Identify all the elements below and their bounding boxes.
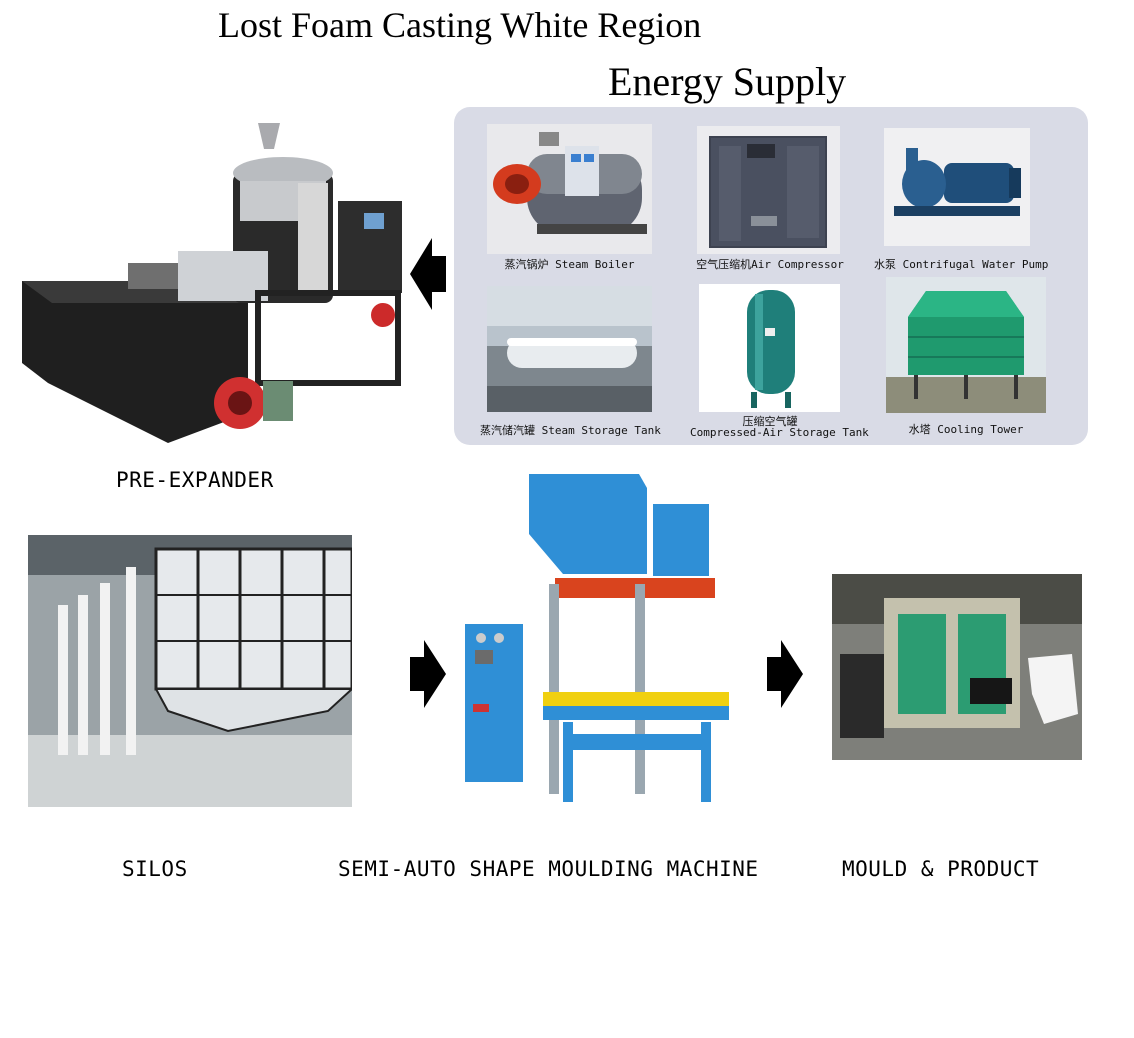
air-compressor-label: 空气压缩机Air Compressor [696,258,844,271]
moulding-machine-image [463,474,743,834]
cooling-tower-image [886,277,1046,413]
water-pump-label: 水泵 Contrifugal Water Pump [874,258,1049,271]
moulding-machine-label: SEMI-AUTO SHAPE MOULDING MACHINE [338,857,759,881]
air-compressor-image [697,126,840,254]
steam-boiler-label: 蒸汽锅炉 Steam Boiler [504,258,635,271]
arrow-left-icon [410,238,446,310]
arrow-right-icon [410,640,446,708]
steam-boiler-image [487,124,652,254]
silos-label: SILOS [122,857,188,881]
mould-product-label: MOULD & PRODUCT [842,857,1040,881]
compressed-air-tank-label-cn: 压缩空气罐 [742,415,798,428]
steam-storage-tank-image [487,286,652,412]
mould-product-image [832,574,1082,760]
silos-image [28,535,352,807]
steam-storage-tank-label: 蒸汽储汽罐 Steam Storage Tank [480,424,661,437]
page-title: Lost Foam Casting White Region [218,5,702,45]
cooling-tower-label: 水塔 Cooling Tower [908,423,1024,436]
compressed-air-tank-label-en: Compressed-Air Storage Tank [690,426,869,439]
energy-supply-heading: Energy Supply [608,59,847,104]
compressed-air-tank-image [699,284,840,412]
pre-expander-label: PRE-EXPANDER [116,468,274,492]
arrow-right-icon [767,640,803,708]
water-pump-image [884,128,1030,246]
pre-expander-image [18,113,413,445]
